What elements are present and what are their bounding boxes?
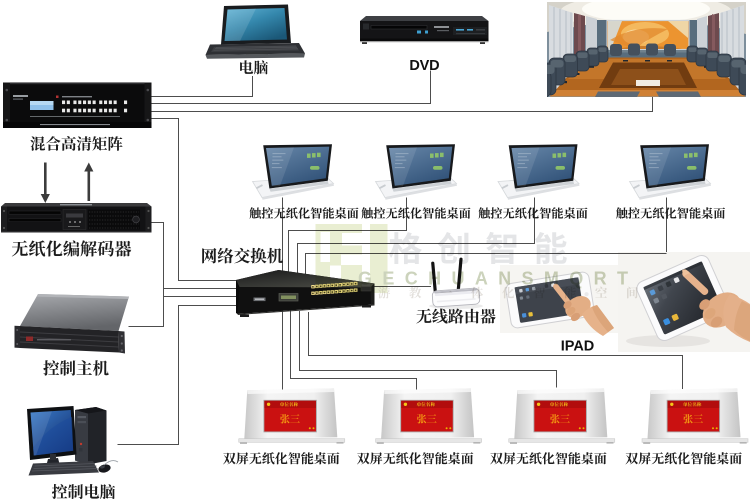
svg-text:DVD: DVD <box>409 58 439 74</box>
svg-text:IPAD: IPAD <box>561 339 595 355</box>
